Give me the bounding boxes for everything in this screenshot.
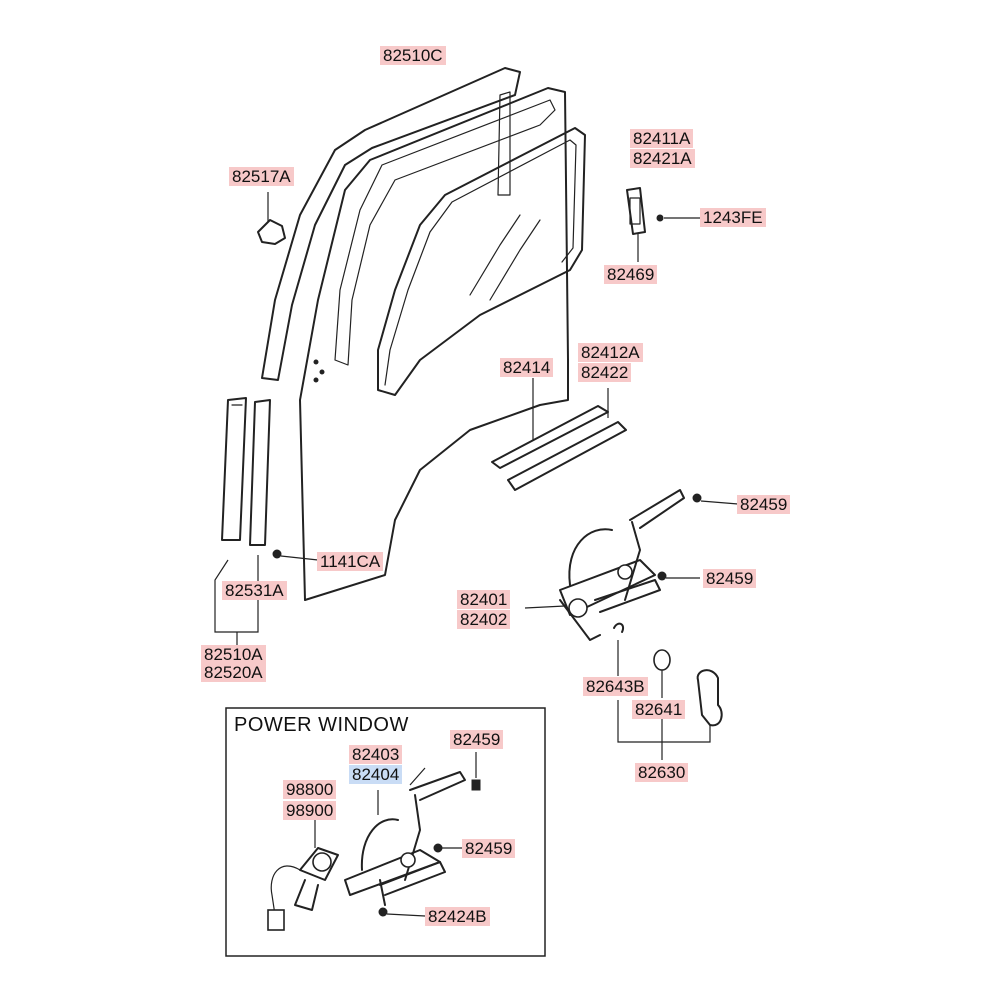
label-82459-inset-top[interactable]: 82459	[450, 730, 504, 749]
label-82510C[interactable]: 82510C	[380, 46, 446, 65]
inset-title: POWER WINDOW	[234, 714, 409, 736]
label-82469[interactable]: 82469	[604, 265, 658, 284]
label-82630[interactable]: 82630	[635, 763, 689, 782]
label-82517A[interactable]: 82517A	[229, 167, 294, 186]
label-82401[interactable]: 82401	[457, 590, 511, 609]
label-82421A[interactable]: 82421A	[630, 149, 695, 168]
run-channel-82510A	[214, 397, 319, 645]
label-82411A[interactable]: 82411A	[630, 129, 694, 148]
door-panel	[299, 87, 569, 601]
label-82404[interactable]: 82404	[349, 765, 403, 784]
label-82412A[interactable]: 82412A	[578, 343, 643, 362]
label-82520A[interactable]: 82520A	[201, 663, 266, 682]
label-82402[interactable]: 82402	[457, 610, 511, 629]
label-82424B[interactable]: 82424B	[425, 907, 490, 926]
window-handle-82630	[613, 622, 723, 760]
label-82403[interactable]: 82403	[349, 745, 403, 764]
regulator-82401	[524, 489, 739, 641]
power-window-inset	[225, 707, 546, 957]
label-98900[interactable]: 98900	[283, 801, 337, 820]
door-seal-82510C	[261, 67, 521, 381]
label-1243FE[interactable]: 1243FE	[700, 208, 766, 227]
label-1141CA[interactable]: 1141CA	[317, 552, 384, 571]
door-glass-82411A	[377, 127, 586, 396]
label-82459-upper[interactable]: 82459	[737, 495, 791, 514]
glass-channel-82414	[491, 378, 627, 491]
label-98800[interactable]: 98800	[283, 780, 337, 799]
label-82414[interactable]: 82414	[500, 358, 554, 377]
label-82531A[interactable]: 82531A	[222, 581, 287, 600]
guide-82469	[626, 187, 700, 262]
label-82641[interactable]: 82641	[632, 700, 686, 719]
label-82643B[interactable]: 82643B	[583, 677, 648, 696]
label-82459-middle[interactable]: 82459	[703, 569, 757, 588]
clip-82517A	[257, 192, 286, 245]
label-82510A[interactable]: 82510A	[201, 645, 266, 664]
label-82422[interactable]: 82422	[578, 363, 632, 382]
label-82459-inset-middle[interactable]: 82459	[462, 839, 516, 858]
